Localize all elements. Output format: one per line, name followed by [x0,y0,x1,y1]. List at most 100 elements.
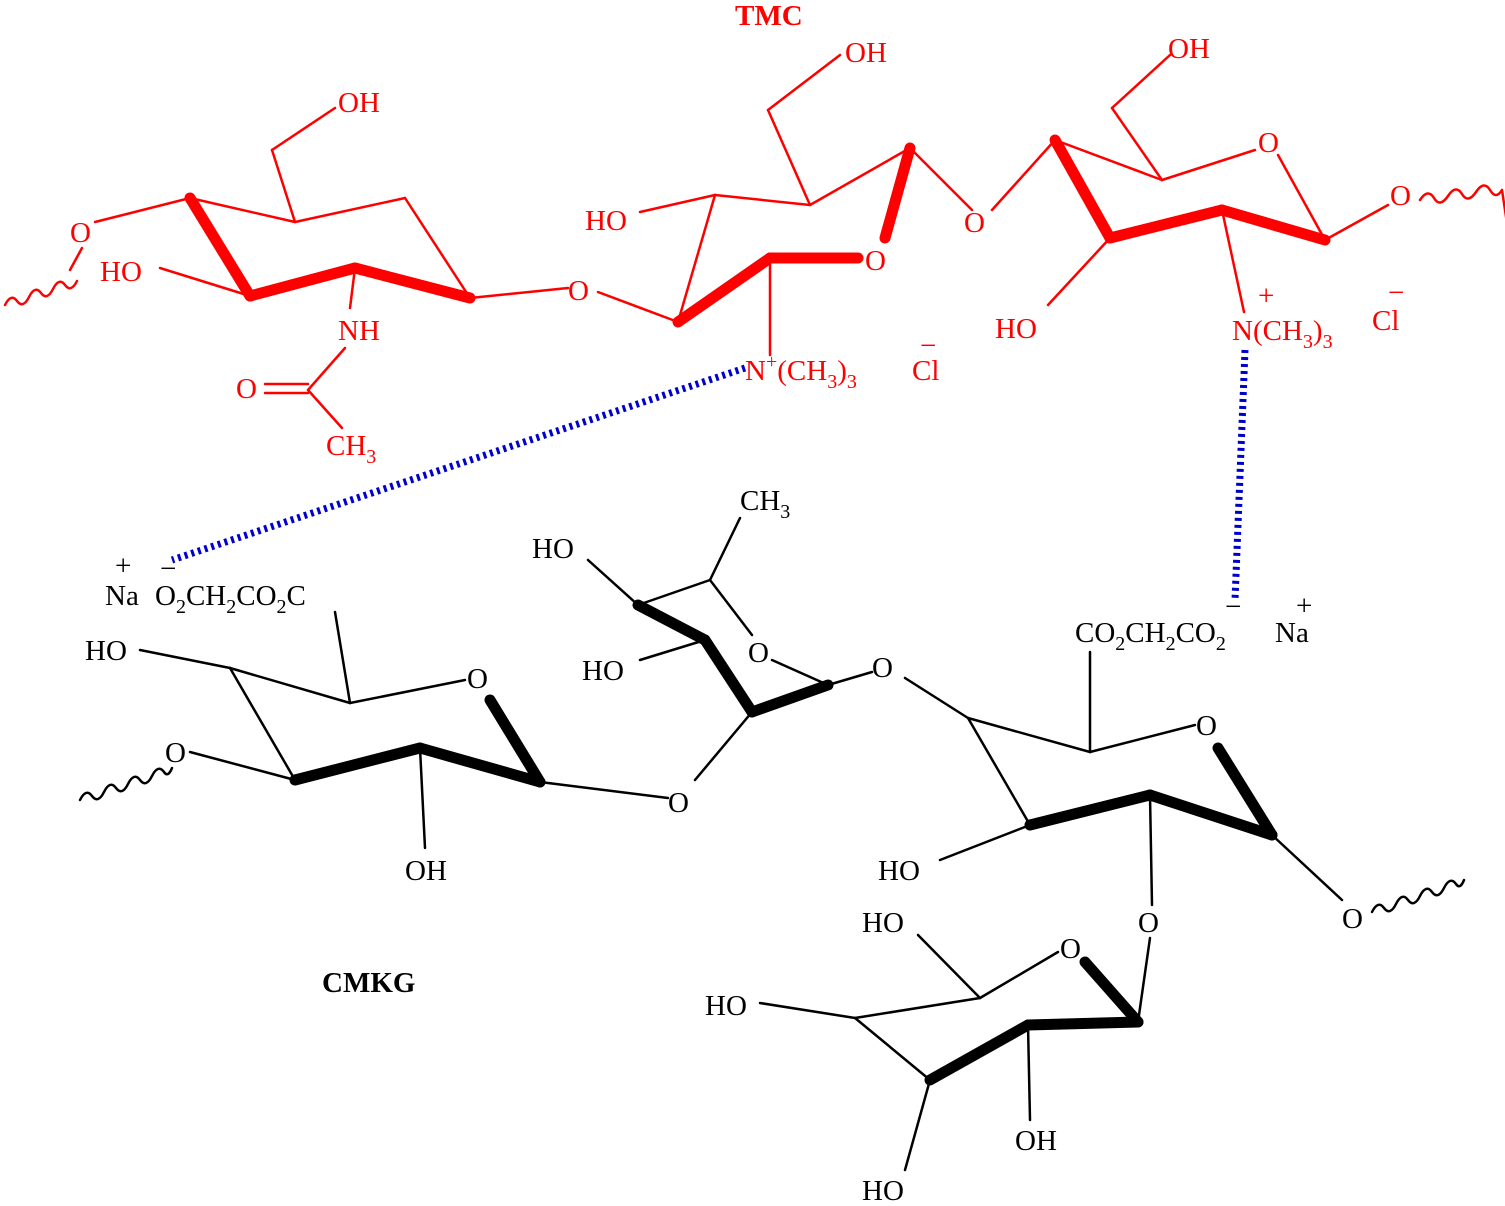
tmc-bond [1046,236,1112,307]
cmkg-bold-bond [1022,1016,1144,1031]
cmkg-carboxy-right: CO2CH2CO2 [1075,617,1226,655]
cmkg-bold-bond [1144,789,1278,841]
tmc-bond [808,146,912,207]
tmc-chain-end-left [3,279,79,307]
tmc-chain-end-right [1418,184,1505,219]
cmkg-bond [638,638,707,662]
tmc-bold-bond [672,252,776,328]
tmc-bond [1323,203,1390,242]
tmc-bond [1110,53,1172,110]
tmc-bond [188,196,297,224]
cmkg-na-right-charge: + [1296,590,1312,622]
tmc-o-link-right: O [1390,180,1411,212]
tmc-bond [68,246,84,272]
tmc-bond [1220,208,1246,314]
cmkg-o-ring3: O [1196,710,1217,742]
cmkg-bond [636,578,712,607]
cmkg-bold-bond [1212,742,1278,841]
cmkg-o-link2: O [872,652,893,684]
cmkg-ho-gal3: HO [862,1175,904,1206]
cmkg-bond [138,648,232,670]
cmkg-bond [903,1078,932,1172]
cmkg-na-left-charge: + [115,550,131,582]
tmc-bond [306,346,347,392]
cmkg-bold-bond [746,679,834,718]
tmc-n-plus-right-charge: + [1258,280,1274,312]
cmkg-bond [708,578,754,637]
cmkg-bond [916,933,982,1000]
cmkg-o-link-left: O [165,737,186,769]
tmc-bond [1160,148,1257,182]
cmkg-ch3: CH3 [740,485,790,523]
tmc-bond [468,286,570,300]
tmc-oh-top1: OH [338,87,380,119]
cmkg-oh-ring1: OH [405,855,447,887]
tmc-cl-left: Cl [912,355,939,387]
cmkg-o-link-right: O [1342,903,1363,935]
cmkg-ho-gal2: HO [705,990,747,1022]
cmkg-bold-bond [924,1019,1034,1086]
cmkg-bond [586,558,640,607]
cmkg-polymer: CMKG + Na − O2CH2CO2C O HO O OH O O [78,485,1466,1206]
tmc-polymer: TMC O OH HO NH O CH3 O [3,0,1505,468]
cmkg-chain-end-left [78,766,174,802]
tmc-bond [1053,138,1164,182]
tmc-bond [1276,153,1327,242]
tmc-bond [638,193,717,214]
tmc-o-link2: O [964,207,985,239]
tmc-o-carbonyl: O [236,373,257,405]
tmc-bond [766,53,842,112]
cmkg-bond [1026,1023,1032,1122]
cmkg-carboxy-right-charge: − [1225,591,1241,623]
cmkg-bond [228,666,352,705]
cmkg-bond [1088,723,1197,754]
tmc-ho-ring2: HO [585,205,627,237]
tmc-cl-right: Cl [1372,305,1399,337]
tmc-ch3: CH3 [326,430,376,468]
tmc-bond [270,148,297,224]
tmc-nh: NH [338,315,380,347]
cmkg-bold-bond [1079,956,1144,1028]
tmc-bold-bond [1216,204,1331,246]
tmc-bond [1110,106,1164,182]
cmkg-bond [708,516,742,582]
tmc-oh-top3: OH [1168,33,1210,65]
cmkg-ho-ring1: HO [85,635,127,667]
tmc-o-ring2: O [865,245,886,277]
tmc-bond [93,196,192,224]
cmkg-bond [1136,936,1152,1024]
cmkg-bold-bond [414,742,546,788]
cmkg-bond [978,950,1060,1000]
cmkg-bond [853,1016,932,1082]
cmkg-carboxy-left-charge: − [160,553,176,585]
cmkg-bond [333,610,352,705]
cmkg-ho-fuc1: HO [532,533,574,565]
tmc-bond [596,290,680,324]
cmkg-bond [538,780,670,800]
tmc-cl-right-charge: − [1388,277,1404,309]
tmc-o-ring3: O [1258,127,1279,159]
cmkg-bond [758,1001,857,1020]
cmkg-bond [228,666,297,782]
tmc-bond [713,193,812,207]
cmkg-bold-bond [289,742,426,786]
tmc-bold-bond [244,262,361,302]
cmkg-bond [966,716,1032,827]
cmkg-bold-bond [699,634,758,718]
tmc-n-plus-left: N+(CH3)3 [745,351,857,393]
tmc-bond [990,138,1057,212]
cmkg-bond [903,676,970,720]
tmc-bold-bond [1104,204,1228,244]
cmkg-bold-bond [1024,789,1156,831]
cmkg-ho-fuc2: HO [582,655,624,687]
cmkg-bond [188,750,297,782]
tmc-ho-ring3: HO [995,313,1037,345]
cmkg-bond [938,823,1032,862]
tmc-bold-bond [1049,134,1116,244]
cmkg-bond [693,710,754,782]
tmc-bond [676,193,717,324]
cmkg-bold-bond [484,694,546,788]
tmc-oh-top2: OH [845,37,887,69]
tmc-bond [908,146,974,212]
tmc-bold-bond [879,142,916,244]
